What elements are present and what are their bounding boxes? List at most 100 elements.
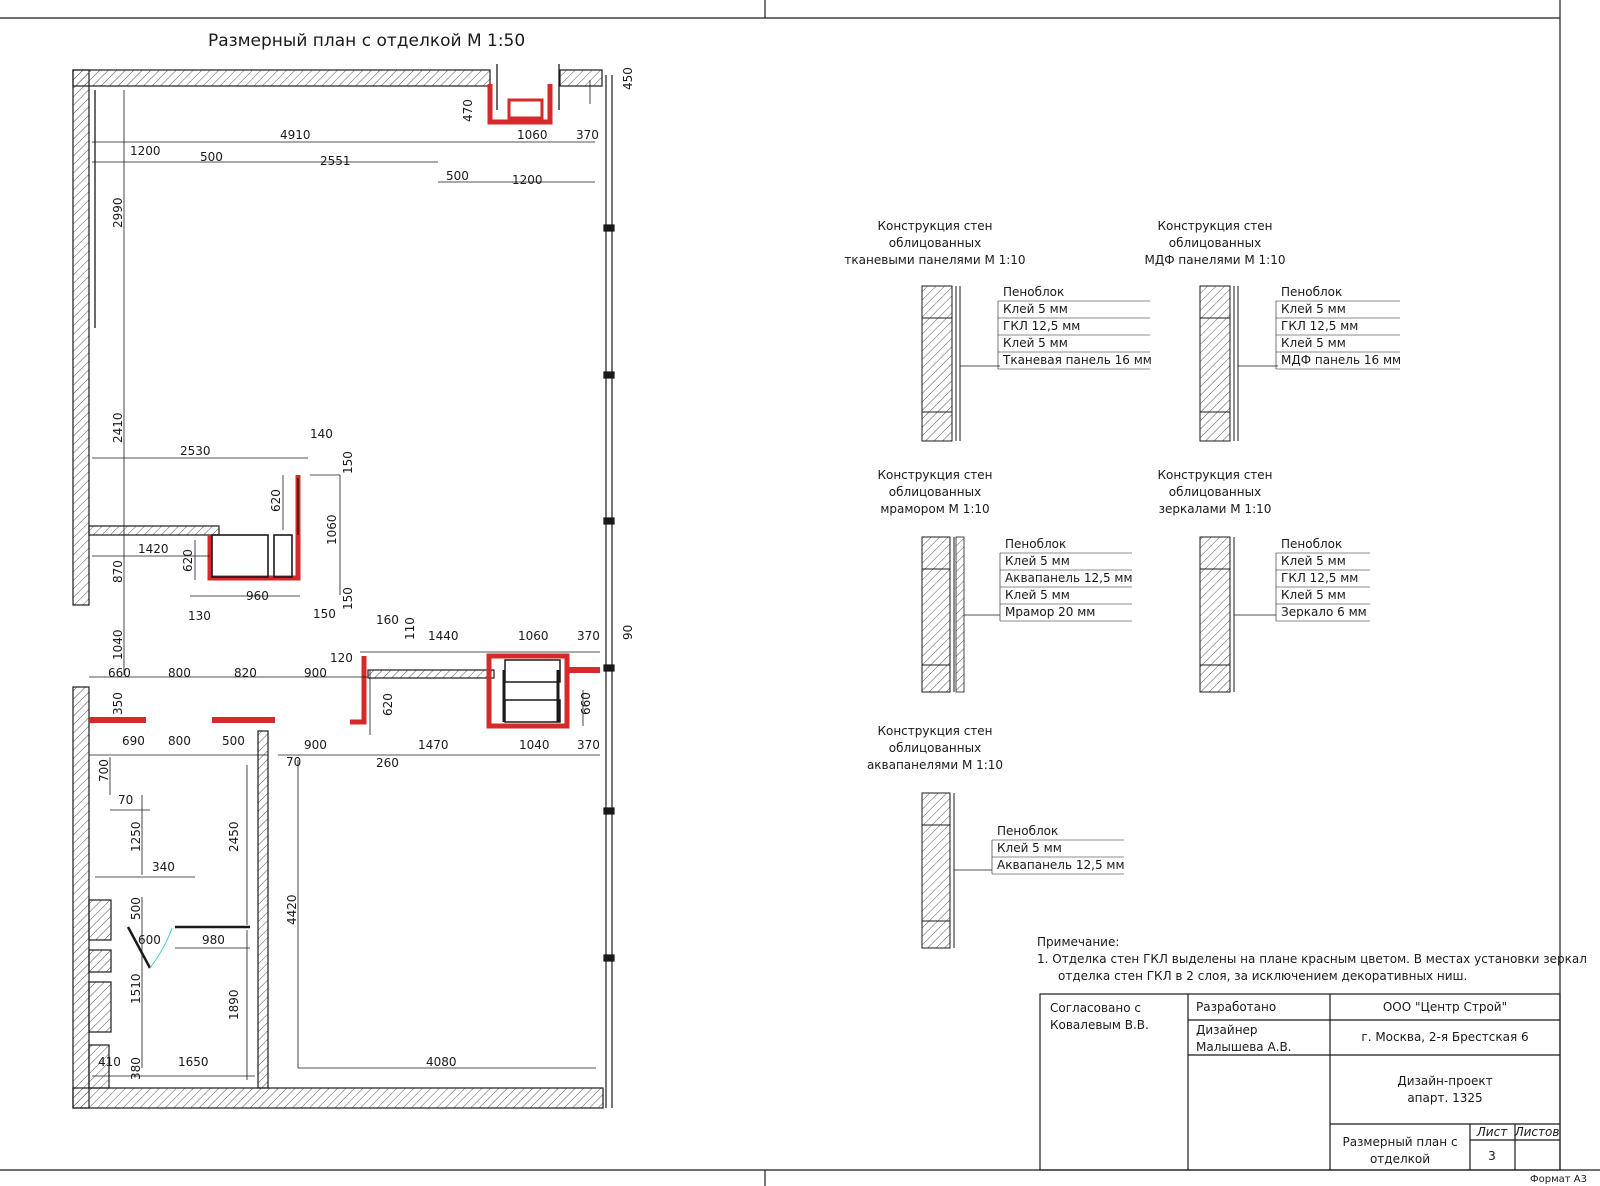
dim-340: 340 <box>152 860 175 874</box>
dim-450: 450 <box>621 67 635 90</box>
dimension-labels: 1200 500 4910 2551 500 1200 1060 370 470… <box>97 67 635 1080</box>
section-1-layer-4: Клей 5 мм <box>1003 336 1068 350</box>
dim-1200: 1200 <box>130 144 161 158</box>
dim-660r: 660 <box>579 692 593 715</box>
section-3-title-1: Конструкция стен <box>877 468 992 482</box>
dim-1060c: 1060 <box>518 629 549 643</box>
plan-title: Размерный план с отделкой М 1:50 <box>208 31 525 51</box>
dim-4420: 4420 <box>285 894 299 925</box>
dim-960: 960 <box>246 589 269 603</box>
sheets-label: Листов <box>1514 1125 1560 1139</box>
designer-line-2: Малышева А.В. <box>1196 1040 1292 1054</box>
dim-1200b: 1200 <box>512 173 543 187</box>
section-aquapanels: Конструкция стен облицованных аквапанеля… <box>867 724 1125 949</box>
sheet-label: Лист <box>1476 1125 1508 1139</box>
section-4-layer-1: Пеноблок <box>1281 537 1342 551</box>
developed-label: Разработано <box>1196 1000 1276 1014</box>
dim-500d: 500 <box>222 734 245 748</box>
dim-1650: 1650 <box>178 1055 209 1069</box>
section-5-layer-2: Клей 5 мм <box>997 841 1062 855</box>
dim-1040: 1040 <box>111 629 125 660</box>
curtain-wall <box>603 75 615 1108</box>
section-marble: Конструкция стен облицованных мрамором М… <box>877 468 1133 693</box>
format-label: Формат А3 <box>1530 1174 1587 1185</box>
section-4-title-3: зеркалами М 1:10 <box>1159 502 1272 516</box>
dim-370d: 370 <box>577 738 600 752</box>
dim-500: 500 <box>200 150 223 164</box>
note-line-1: 1. Отделка стен ГКЛ выделены на плане кр… <box>1037 952 1587 966</box>
floor-plan: 1200 500 4910 2551 500 1200 1060 370 470… <box>72 64 635 1109</box>
dim-620b: 620 <box>181 549 195 572</box>
note-heading: Примечание: <box>1037 935 1119 949</box>
dim-620a: 620 <box>269 489 283 512</box>
dim-500e: 500 <box>129 897 143 920</box>
dim-870: 870 <box>111 560 125 583</box>
dim-1060: 1060 <box>517 128 548 142</box>
note: Примечание: 1. Отделка стен ГКЛ выделены… <box>1037 935 1587 983</box>
section-1-title-2: облицованных <box>889 236 981 250</box>
section-5-title-2: облицованных <box>889 741 981 755</box>
section-2-layer-3: ГКЛ 12,5 мм <box>1281 319 1358 333</box>
section-3-layer-5: Мрамор 20 мм <box>1005 605 1095 619</box>
dim-350: 350 <box>111 692 125 715</box>
section-5-title-3: аквапанелями М 1:10 <box>867 758 1003 772</box>
dim-1250: 1250 <box>129 821 143 852</box>
section-2-layer-2: Клей 5 мм <box>1281 302 1346 316</box>
plan-inner-lines <box>94 64 561 969</box>
agreed-line-2: Ковалевым В.В. <box>1050 1018 1149 1032</box>
project-line-2: апарт. 1325 <box>1407 1091 1482 1105</box>
dim-980: 980 <box>202 933 225 947</box>
dim-120: 120 <box>330 651 353 665</box>
dim-160: 160 <box>376 613 399 627</box>
dim-900b: 900 <box>304 738 327 752</box>
dim-470: 470 <box>461 99 475 122</box>
section-5-title-1: Конструкция стен <box>877 724 992 738</box>
section-2-title-3: МДФ панелями М 1:10 <box>1145 253 1286 267</box>
dim-1440: 1440 <box>428 629 459 643</box>
designer-line-1: Дизайнер <box>1196 1023 1258 1037</box>
dim-2410: 2410 <box>111 412 125 443</box>
section-details: Конструкция стен облицованных тканевыми … <box>844 219 1401 949</box>
section-1-title-3: тканевыми панелями М 1:10 <box>844 253 1025 267</box>
section-4-layer-3: ГКЛ 12,5 мм <box>1281 571 1358 585</box>
dimension-lines <box>89 80 600 1080</box>
section-4-layer-2: Клей 5 мм <box>1281 554 1346 568</box>
dim-900a: 900 <box>304 666 327 680</box>
dim-140: 140 <box>310 427 333 441</box>
dim-150c: 150 <box>341 587 355 610</box>
section-4-layer-4: Клей 5 мм <box>1281 588 1346 602</box>
section-1-layer-1: Пеноблок <box>1003 285 1064 299</box>
dim-370: 370 <box>576 128 599 142</box>
section-3-layer-4: Клей 5 мм <box>1005 588 1070 602</box>
dim-110: 110 <box>403 617 417 640</box>
dim-1040d: 1040 <box>519 738 550 752</box>
section-2-layer-4: Клей 5 мм <box>1281 336 1346 350</box>
dim-410: 410 <box>98 1055 121 1069</box>
sheet-name-line-1: Размерный план с <box>1342 1135 1457 1149</box>
dim-380: 380 <box>129 1057 143 1080</box>
section-3-layer-2: Клей 5 мм <box>1005 554 1070 568</box>
section-mirrors: Конструкция стен облицованных зеркалами … <box>1157 468 1370 693</box>
section-4-title-2: облицованных <box>1169 485 1261 499</box>
dim-150a: 150 <box>341 451 355 474</box>
note-line-2: отделка стен ГКЛ в 2 слоя, за исключение… <box>1058 969 1467 983</box>
dim-700: 700 <box>97 759 111 782</box>
dim-260: 260 <box>376 756 399 770</box>
section-2-layer-1: Пеноблок <box>1281 285 1342 299</box>
section-3-layer-3: Аквапанель 12,5 мм <box>1005 571 1133 585</box>
dim-500b: 500 <box>446 169 469 183</box>
dim-2990: 2990 <box>111 197 125 228</box>
dim-1510: 1510 <box>129 973 143 1004</box>
plan-walls <box>72 69 604 1109</box>
section-1-layer-2: Клей 5 мм <box>1003 302 1068 316</box>
dim-2450: 2450 <box>227 821 241 852</box>
title-block <box>1039 993 1561 1171</box>
project-line-1: Дизайн-проект <box>1397 1074 1492 1088</box>
dim-690: 690 <box>122 734 145 748</box>
dim-150b: 150 <box>313 607 336 621</box>
dim-90: 90 <box>621 625 635 640</box>
section-2-title-2: облицованных <box>1169 236 1261 250</box>
dim-620c: 620 <box>381 693 395 716</box>
dim-70a: 70 <box>286 755 301 769</box>
